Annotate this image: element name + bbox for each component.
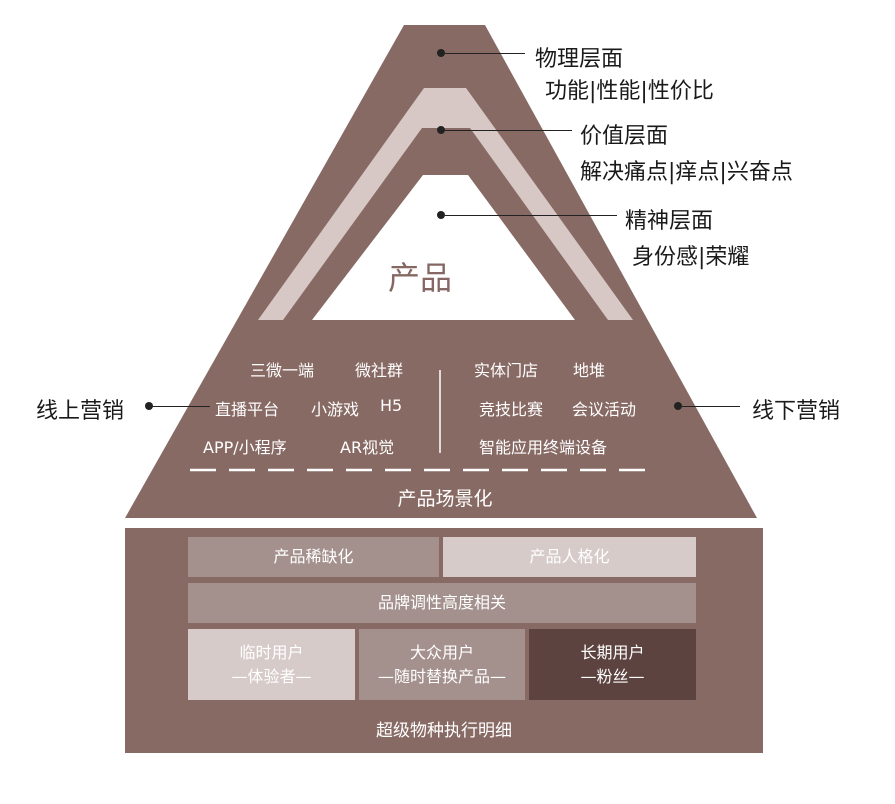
pyramid-center-label: 产品: [387, 259, 452, 297]
pyramid-core: [312, 175, 575, 320]
online-item: 直播平台: [215, 400, 280, 419]
layer-value-leader: [445, 129, 572, 131]
offline-item: 智能应用终端设备: [479, 438, 608, 457]
scenario-title: 产品场景化: [397, 488, 493, 510]
offline-item: 竞技比赛: [479, 400, 544, 419]
offline-leader: [682, 405, 740, 407]
brand-tone-label: 品牌调性高度相关: [377, 593, 506, 613]
offline-marketing-label: 线下营销: [752, 399, 841, 424]
user-name: 大众用户: [409, 643, 474, 663]
user-desc: —随时替换产品—: [377, 666, 506, 686]
online-item: 微社群: [355, 361, 404, 380]
online-marketing-label: 线上营销: [36, 399, 125, 424]
offline-item: 会议活动: [572, 400, 637, 419]
layer-spirit-dot: [437, 211, 445, 219]
online-leader: [152, 405, 210, 407]
offline-dot: [674, 402, 682, 410]
layer-spirit-title: 精神层面: [625, 209, 714, 234]
user-box-mass: 大众用户 —随时替换产品—: [359, 629, 525, 700]
online-dot: [145, 402, 153, 410]
layer-physical-leader: [445, 52, 525, 54]
user-desc: —体验者—: [231, 666, 312, 686]
offline-item: 实体门店: [474, 361, 539, 380]
brand-tone-box: 品牌调性高度相关: [188, 583, 696, 623]
layer-value-detail: 解决痛点|痒点|兴奋点: [580, 160, 793, 185]
layer-value-dot: [437, 126, 445, 134]
layer-spirit-detail: 身份感|荣耀: [632, 245, 750, 270]
scarcity-label: 产品稀缺化: [273, 547, 354, 567]
personification-label: 产品人格化: [529, 547, 610, 567]
user-desc: —粉丝—: [580, 666, 645, 686]
layer-physical-dot: [437, 49, 445, 57]
user-box-temporary: 临时用户 —体验者—: [188, 629, 355, 700]
execution-details-title: 超级物种执行明细: [376, 721, 512, 741]
layer-physical-detail: 功能|性能|性价比: [545, 79, 714, 104]
user-name: 临时用户: [239, 643, 304, 663]
online-item: 三微一端: [250, 361, 315, 380]
online-item: AR视觉: [340, 438, 395, 457]
user-box-long-term: 长期用户 —粉丝—: [529, 629, 696, 700]
online-item: H5: [380, 396, 403, 415]
layer-spirit-leader: [445, 214, 617, 216]
offline-item: 地堆: [573, 361, 606, 380]
online-item: 小游戏: [311, 400, 360, 419]
online-item: APP/小程序: [203, 438, 287, 457]
layer-value-title: 价值层面: [580, 124, 669, 149]
personification-box: 产品人格化: [443, 537, 696, 577]
layer-physical-title: 物理层面: [535, 47, 624, 72]
scarcity-box: 产品稀缺化: [188, 537, 439, 577]
user-name: 长期用户: [580, 643, 645, 663]
